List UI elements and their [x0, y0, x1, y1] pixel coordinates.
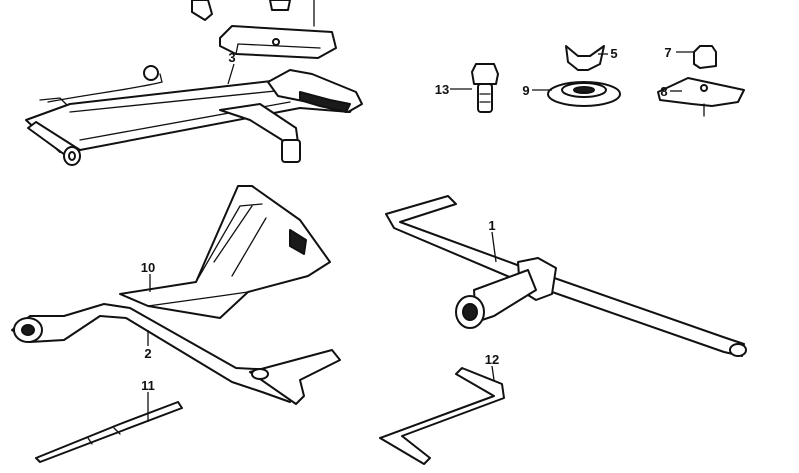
callout-12: 12 — [485, 352, 499, 367]
part-8-bracket[interactable] — [657, 77, 745, 117]
callout-13: 13 — [435, 82, 449, 97]
thumb-screw-stub — [191, 0, 213, 21]
part-7-nut[interactable] — [693, 45, 717, 69]
wrench-lever — [249, 349, 341, 405]
socket-bar-shaft — [385, 195, 745, 357]
part-9-washer[interactable] — [547, 81, 621, 107]
callout-7: 7 — [664, 45, 671, 60]
pin-rod — [35, 401, 183, 463]
part-12-hex-key[interactable] — [379, 367, 505, 465]
nut — [693, 45, 717, 69]
part-13-bolt[interactable] — [471, 63, 499, 113]
hex-key-body — [379, 367, 505, 465]
part-1-socket-bar[interactable] — [385, 195, 747, 357]
callout-8: 8 — [660, 84, 667, 99]
chock-body — [119, 185, 331, 319]
callout-5: 5 — [610, 46, 617, 61]
bolt-head — [471, 63, 499, 85]
part-11-pin[interactable] — [35, 401, 183, 463]
jack-knob — [143, 65, 159, 81]
leader-lines — [147, 51, 694, 422]
callout-2: 2 — [144, 346, 151, 361]
part-3-jack[interactable] — [25, 0, 363, 166]
part-10-wheel-chock[interactable] — [119, 185, 331, 319]
callout-3: 3 — [228, 50, 235, 65]
part-5-wing-nut[interactable] — [565, 45, 605, 71]
callout-11: 11 — [141, 378, 155, 393]
nut-stub — [269, 0, 291, 11]
bracket-plate — [657, 77, 745, 107]
wing-nut — [565, 45, 605, 71]
callouts: 3 10 2 11 1 12 13 9 5 7 8 — [141, 45, 672, 393]
part-2-lug-wrench[interactable] — [11, 303, 341, 405]
callout-10: 10 — [141, 260, 155, 275]
callout-1: 1 — [488, 218, 495, 233]
callout-9: 9 — [522, 83, 529, 98]
